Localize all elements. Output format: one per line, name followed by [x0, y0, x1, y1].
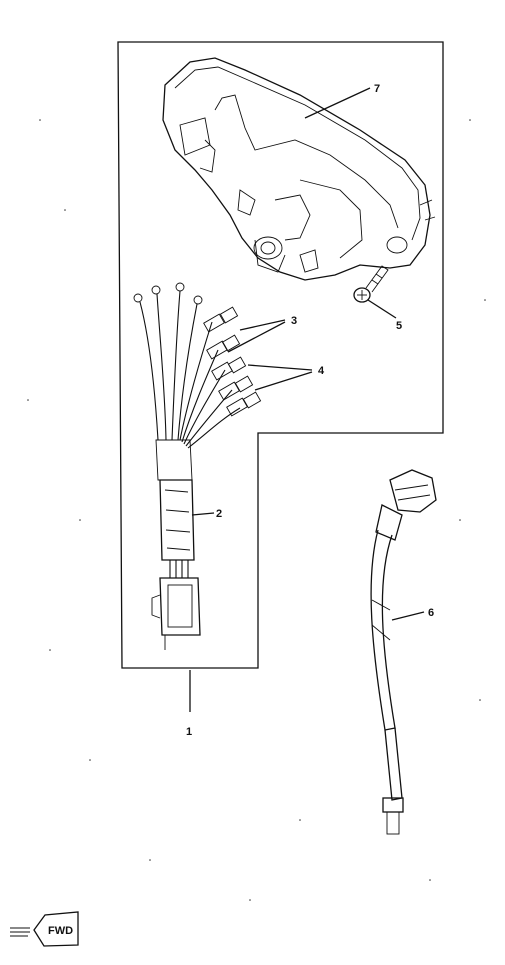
callout-4-leader-b [254, 371, 313, 391]
callout-5: 5 [396, 320, 402, 332]
callout-7: 7 [374, 83, 380, 95]
screw-part-5 [353, 265, 389, 303]
callout-2-leader [191, 512, 215, 516]
callout-4: 4 [318, 365, 325, 377]
callout-5-leader [367, 299, 397, 319]
callout-6: 6 [428, 607, 434, 619]
speedometer-cable-part-6 [370, 469, 437, 835]
callout-3-leader-b [227, 321, 286, 353]
wire-harness-part-1 [133, 282, 262, 650]
assembly-group-frame [117, 41, 444, 669]
callout-3: 3 [291, 315, 297, 327]
callout-1: 1 [186, 726, 192, 738]
callout-7-leader [304, 87, 371, 119]
fwd-direction-stamp: FWD [10, 911, 79, 947]
callout-4-leader-a [247, 364, 313, 371]
fwd-stamp-text: FWD [48, 925, 73, 937]
harness-sleeve-part-2 [159, 479, 195, 561]
callout-6-leader [391, 611, 425, 621]
callout-2: 2 [216, 508, 222, 520]
callout-3-leader-a [239, 319, 286, 331]
scan-speckles [27, 119, 486, 901]
meter-housing-part-7 [162, 57, 436, 281]
